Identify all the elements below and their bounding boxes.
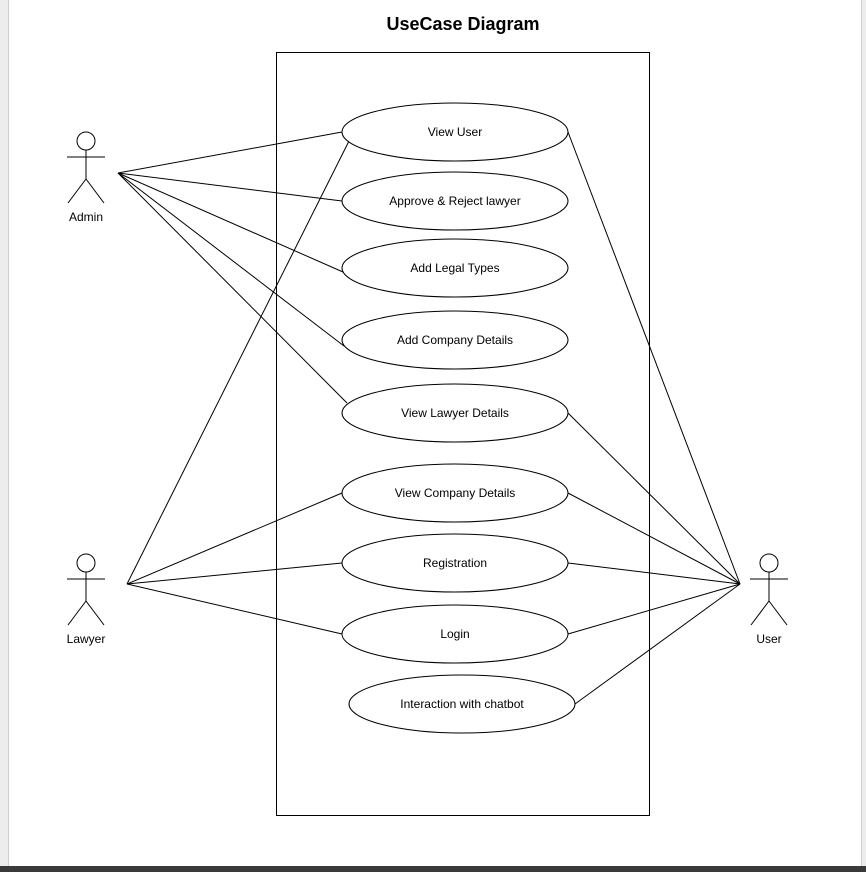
association-lawyer-login — [126, 583, 343, 635]
use-case-label: Login — [440, 627, 469, 641]
use-case-label: View Lawyer Details — [401, 406, 509, 420]
association-admin-view-user — [117, 131, 343, 174]
association-user-registration — [567, 562, 741, 585]
use-case-view-lawyer-details: View Lawyer Details — [341, 383, 569, 443]
actor-lawyer: Lawyer — [67, 553, 106, 646]
actor-right-leg — [85, 178, 105, 204]
associations — [117, 131, 741, 705]
use-case-label: Approve & Reject lawyer — [389, 194, 520, 208]
actor-label: Admin — [69, 210, 103, 224]
actor-right-leg — [768, 600, 788, 626]
use-case-label: View User — [428, 125, 482, 139]
association-user-view-user — [567, 131, 741, 585]
use-case-label: View Company Details — [395, 486, 516, 500]
actor-head — [76, 131, 96, 151]
actor-user: User — [750, 553, 788, 646]
use-case-login: Login — [341, 604, 569, 664]
page-right-margin — [861, 0, 866, 868]
association-user-view-lawyer-details — [567, 412, 741, 585]
association-admin-view-lawyer-details — [117, 172, 348, 404]
use-case-ellipse — [341, 102, 569, 162]
actor-admin: Admin — [67, 131, 105, 224]
use-case-add-legal-types: Add Legal Types — [341, 238, 569, 298]
use-case-ellipse — [348, 674, 576, 734]
actor-left-leg — [67, 178, 87, 204]
actor-left-leg — [750, 600, 770, 626]
use-case-add-company-details: Add Company Details — [341, 310, 569, 370]
actor-left-leg — [67, 600, 87, 626]
use-case-approve-reject-lawyer: Approve & Reject lawyer — [341, 171, 569, 231]
use-case-interaction-with-chatbot: Interaction with chatbot — [348, 674, 576, 734]
actor-label: Lawyer — [67, 632, 106, 646]
association-user-login — [567, 583, 741, 635]
use-case-ellipse — [341, 383, 569, 443]
association-user-interaction-with-chatbot — [574, 583, 741, 705]
use-case-ellipse — [341, 310, 569, 370]
use-case-ellipse — [341, 604, 569, 664]
association-user-view-company-details — [567, 492, 741, 585]
association-lawyer-view-user — [126, 140, 350, 585]
use-case-registration: Registration — [341, 533, 569, 593]
actor-right-leg — [85, 600, 105, 626]
use-case-view-company-details: View Company Details — [341, 463, 569, 523]
use-case-ellipse — [341, 238, 569, 298]
association-admin-add-company-details — [117, 172, 345, 347]
page-bottom-edge — [0, 866, 866, 872]
association-lawyer-registration — [126, 562, 343, 585]
use-case-label: Registration — [423, 556, 487, 570]
association-admin-add-legal-types — [117, 172, 344, 273]
use-case-label: Add Company Details — [397, 333, 513, 347]
page-left-margin — [0, 0, 9, 868]
system-boundary — [276, 52, 650, 816]
association-admin-approve-reject-lawyer — [117, 172, 343, 202]
association-lawyer-view-company-details — [126, 492, 343, 585]
use-case-label: Interaction with chatbot — [400, 697, 524, 711]
actor-head — [759, 553, 779, 573]
diagram-title: UseCase Diagram — [386, 14, 540, 34]
use-case-ellipse — [341, 533, 569, 593]
use-case-view-user: View User — [341, 102, 569, 162]
actor-head — [76, 553, 96, 573]
use-case-label: Add Legal Types — [410, 261, 499, 275]
actor-label: User — [756, 632, 781, 646]
use-case-ellipse — [341, 171, 569, 231]
use-case-ellipse — [341, 463, 569, 523]
